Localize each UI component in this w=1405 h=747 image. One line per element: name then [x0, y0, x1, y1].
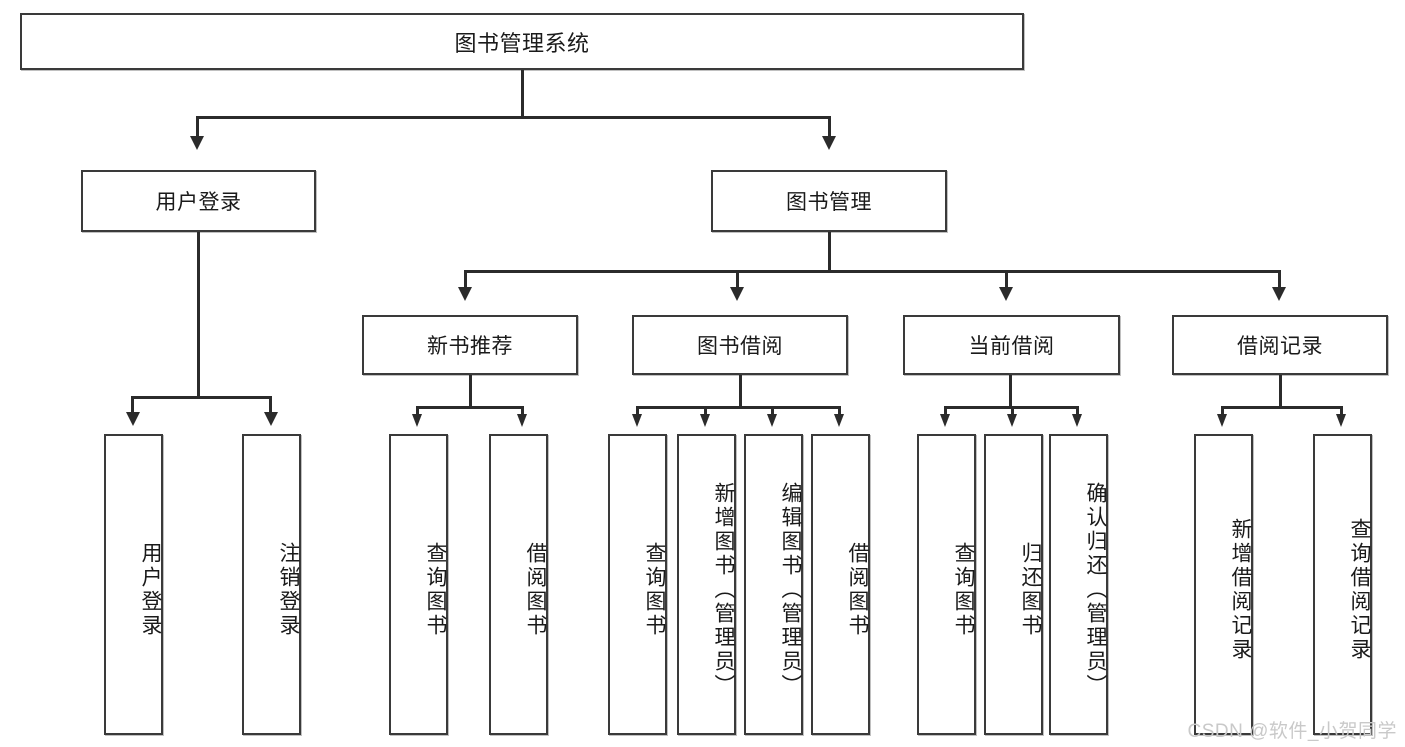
- arrow-borrow-record-leaf1: [1217, 414, 1227, 427]
- node-label: 图书管理: [786, 191, 872, 214]
- connector-current-borrow-stem: [1009, 375, 1012, 406]
- connector-level2-bus: [196, 116, 830, 119]
- node-label: 查询图书: [952, 541, 975, 638]
- connector-current-borrow-leaf1: [944, 406, 947, 416]
- node-label: 借阅图书: [846, 541, 869, 638]
- node-label: 归还图书: [1019, 541, 1042, 638]
- arrow-to-current-borrow: [999, 287, 1013, 301]
- arrow-to-book-mgmt: [822, 136, 836, 150]
- connector-user-login-leaf2: [269, 396, 272, 414]
- node-label: 注销登录: [277, 541, 300, 638]
- arrow-current-borrow-leaf2: [1007, 414, 1017, 427]
- node-label: 查询图书: [424, 541, 447, 638]
- connector-book-borrow-leaf2: [704, 406, 707, 416]
- arrow-new-book-leaf2: [517, 414, 527, 427]
- node-label: 新书推荐: [427, 335, 513, 358]
- node-label: 借阅图书: [524, 541, 547, 638]
- arrow-book-borrow-leaf2: [700, 414, 710, 427]
- leaf-book-borrow-edit[interactable]: 编辑图书（管理员）: [744, 434, 803, 735]
- connector-to-current-borrow: [1005, 270, 1008, 288]
- leaf-new-book-borrow[interactable]: 借阅图书: [489, 434, 548, 735]
- node-user-login[interactable]: 用户登录: [81, 170, 316, 232]
- arrow-user-login-leaf1: [126, 412, 140, 426]
- arrow-new-book-leaf1: [412, 414, 422, 427]
- node-label: 图书管理系统: [454, 30, 590, 56]
- node-label: 用户登录: [139, 541, 162, 638]
- arrow-to-book-borrow: [730, 287, 744, 301]
- connector-new-book-leaf1: [416, 406, 419, 416]
- arrow-current-borrow-leaf1: [940, 414, 950, 427]
- connector-to-user-login: [196, 116, 199, 138]
- connector-book-borrow-bus: [636, 406, 840, 409]
- connector-user-login-leaf1: [131, 396, 134, 414]
- node-label: 图书借阅: [697, 335, 783, 358]
- connector-borrow-record-leaf2: [1340, 406, 1343, 416]
- connector-user-login-stem: [197, 232, 200, 396]
- node-label: 新增图书（管理员）: [712, 481, 735, 698]
- connector-new-book-stem: [469, 375, 472, 406]
- connector-new-book-leaf2: [521, 406, 524, 416]
- connector-level3-bus: [464, 270, 1281, 273]
- leaf-book-borrow-add[interactable]: 新增图书（管理员）: [677, 434, 736, 735]
- arrow-borrow-record-leaf2: [1336, 414, 1346, 427]
- connector-book-mgmt-stem: [828, 232, 831, 270]
- node-new-book-recommend[interactable]: 新书推荐: [362, 315, 578, 375]
- arrow-to-new-book: [458, 287, 472, 301]
- arrow-user-login-leaf2: [264, 412, 278, 426]
- leaf-current-borrow-confirm[interactable]: 确认归还（管理员）: [1049, 434, 1108, 735]
- connector-to-book-mgmt: [828, 116, 831, 138]
- connector-borrow-record-stem: [1279, 375, 1282, 406]
- node-book-borrow[interactable]: 图书借阅: [632, 315, 848, 375]
- node-borrow-record[interactable]: 借阅记录: [1172, 315, 1388, 375]
- node-label: 用户登录: [155, 191, 242, 214]
- leaf-borrow-record-add[interactable]: 新增借阅记录: [1194, 434, 1253, 735]
- node-label: 查询图书: [643, 541, 666, 638]
- node-label: 借阅记录: [1237, 335, 1323, 358]
- connector-book-borrow-leaf4: [838, 406, 841, 416]
- arrow-book-borrow-leaf4: [834, 414, 844, 427]
- node-current-borrow[interactable]: 当前借阅: [903, 315, 1120, 375]
- leaf-borrow-record-query[interactable]: 查询借阅记录: [1313, 434, 1372, 735]
- connector-new-book-bus: [416, 406, 524, 409]
- connector-current-borrow-leaf3: [1076, 406, 1079, 416]
- node-label: 确认归还（管理员）: [1084, 481, 1107, 698]
- arrow-book-borrow-leaf1: [632, 414, 642, 427]
- arrow-to-user-login: [190, 136, 204, 150]
- arrow-book-borrow-leaf3: [767, 414, 777, 427]
- node-label: 查询借阅记录: [1348, 517, 1371, 662]
- connector-current-borrow-leaf2: [1011, 406, 1014, 416]
- connector-root-stem: [521, 70, 524, 116]
- leaf-book-borrow-borrow[interactable]: 借阅图书: [811, 434, 870, 735]
- arrow-to-borrow-record: [1272, 287, 1286, 301]
- node-root-system[interactable]: 图书管理系统: [20, 13, 1024, 70]
- leaf-new-book-query[interactable]: 查询图书: [389, 434, 448, 735]
- leaf-current-borrow-query[interactable]: 查询图书: [917, 434, 976, 735]
- node-book-management[interactable]: 图书管理: [711, 170, 947, 232]
- connector-borrow-record-bus: [1221, 406, 1343, 409]
- connector-borrow-record-leaf1: [1221, 406, 1224, 416]
- node-label: 新增借阅记录: [1229, 517, 1252, 662]
- leaf-book-borrow-query[interactable]: 查询图书: [608, 434, 667, 735]
- connector-book-borrow-leaf3: [771, 406, 774, 416]
- connector-to-new-book: [464, 270, 467, 288]
- connector-to-borrow-record: [1278, 270, 1281, 288]
- connector-book-borrow-stem: [739, 375, 742, 406]
- connector-user-login-bus: [131, 396, 272, 399]
- node-label: 编辑图书（管理员）: [779, 481, 802, 698]
- arrow-current-borrow-leaf3: [1072, 414, 1082, 427]
- connector-to-book-borrow: [736, 270, 739, 288]
- leaf-user-login-signout[interactable]: 注销登录: [242, 434, 301, 735]
- leaf-user-login-signin[interactable]: 用户登录: [104, 434, 163, 735]
- node-label: 当前借阅: [968, 335, 1055, 358]
- connector-book-borrow-leaf1: [636, 406, 639, 416]
- leaf-current-borrow-return[interactable]: 归还图书: [984, 434, 1043, 735]
